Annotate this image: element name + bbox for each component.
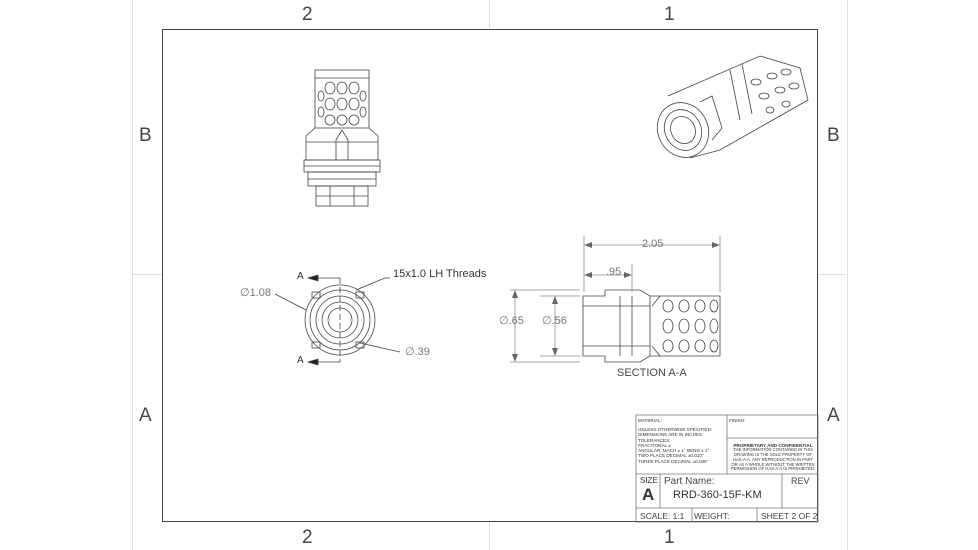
tb-scale: SCALE: 1:1 (640, 511, 685, 521)
tb-finish-label: FINISH: (729, 418, 746, 423)
thread-callout: 15x1.0 LH Threads (393, 268, 487, 280)
tb-proprietary: PROPRIETARY AND CONFIDENTIAL THE INFORMA… (730, 443, 816, 472)
dim-inner-diameter: ∅.39 (405, 346, 430, 358)
section-view (510, 236, 721, 363)
zone-label-bottom-1: 1 (664, 527, 675, 548)
tb-material-label: MATERIAL: (638, 418, 662, 423)
tb-proprietary-text: THE INFORMATION CONTAINED IN THIS DRAWIN… (730, 447, 816, 472)
zone-tick-top (489, 0, 490, 28)
zone-label-right-B: B (827, 125, 840, 146)
dim-diameter-65: ∅.65 (499, 315, 524, 327)
tb-part-name-label: Part Name: (664, 476, 715, 487)
dim-diameter-56: ∅.56 (542, 315, 567, 327)
zone-tick-left (132, 274, 162, 275)
zone-label-top-2: 2 (302, 4, 313, 25)
tb-tol-line: TOLERANCES: (638, 437, 671, 443)
drawing-frame (162, 29, 818, 522)
tb-rev-label: REV (791, 476, 810, 486)
isometric-view (656, 55, 809, 159)
section-label: SECTION A-A (617, 367, 687, 379)
tb-tol-line: ANGULAR: MACH ± 1° BEND ± 1° (638, 448, 710, 454)
tb-sheet: SHEET 2 OF 2 (761, 511, 818, 521)
tb-tol-line: DIMENSIONS ARE IN INCHES (638, 432, 703, 438)
section-arrow-label-top: A (297, 271, 304, 282)
zone-label-left-A: A (139, 405, 152, 426)
title-block-lines (635, 414, 819, 523)
tb-size-label: SIZE (640, 476, 658, 485)
tb-proprietary-title: PROPRIETARY AND CONFIDENTIAL (733, 443, 813, 448)
tb-part-name-value: RRD-360-15F-KM (673, 489, 762, 501)
end-view (274, 274, 401, 366)
front-view (303, 69, 381, 207)
dim-outer-diameter: ∅1.08 (240, 287, 271, 299)
tb-weight: WEIGHT: (694, 511, 730, 521)
zone-tick-right (818, 274, 846, 275)
sheet-border-outer (132, 0, 848, 550)
tb-tol-line: UNLESS OTHERWISE SPECIFIED: (638, 427, 713, 432)
tb-size-value: A (642, 485, 655, 504)
dim-overall-length: 2.05 (642, 238, 664, 250)
zone-tick-bottom (489, 522, 490, 550)
section-arrow-label-bottom: A (297, 355, 304, 366)
dim-shoulder-length: .95 (606, 266, 622, 278)
tb-tol-line: TWO PLACE DECIMAL ±0.010" (638, 453, 704, 459)
tb-tol-line: THREE PLACE DECIMAL ±0.005" (638, 458, 709, 464)
tb-tol-line: FRACTIONAL ± (638, 442, 671, 448)
tb-tolerances: UNLESS OTHERWISE SPECIFIED: DIMENSIONS A… (638, 427, 726, 464)
zone-label-right-A: A (827, 405, 840, 426)
zone-label-left-B: B (139, 125, 152, 146)
zone-label-bottom-2: 2 (302, 527, 313, 548)
zone-label-top-1: 1 (664, 4, 675, 25)
